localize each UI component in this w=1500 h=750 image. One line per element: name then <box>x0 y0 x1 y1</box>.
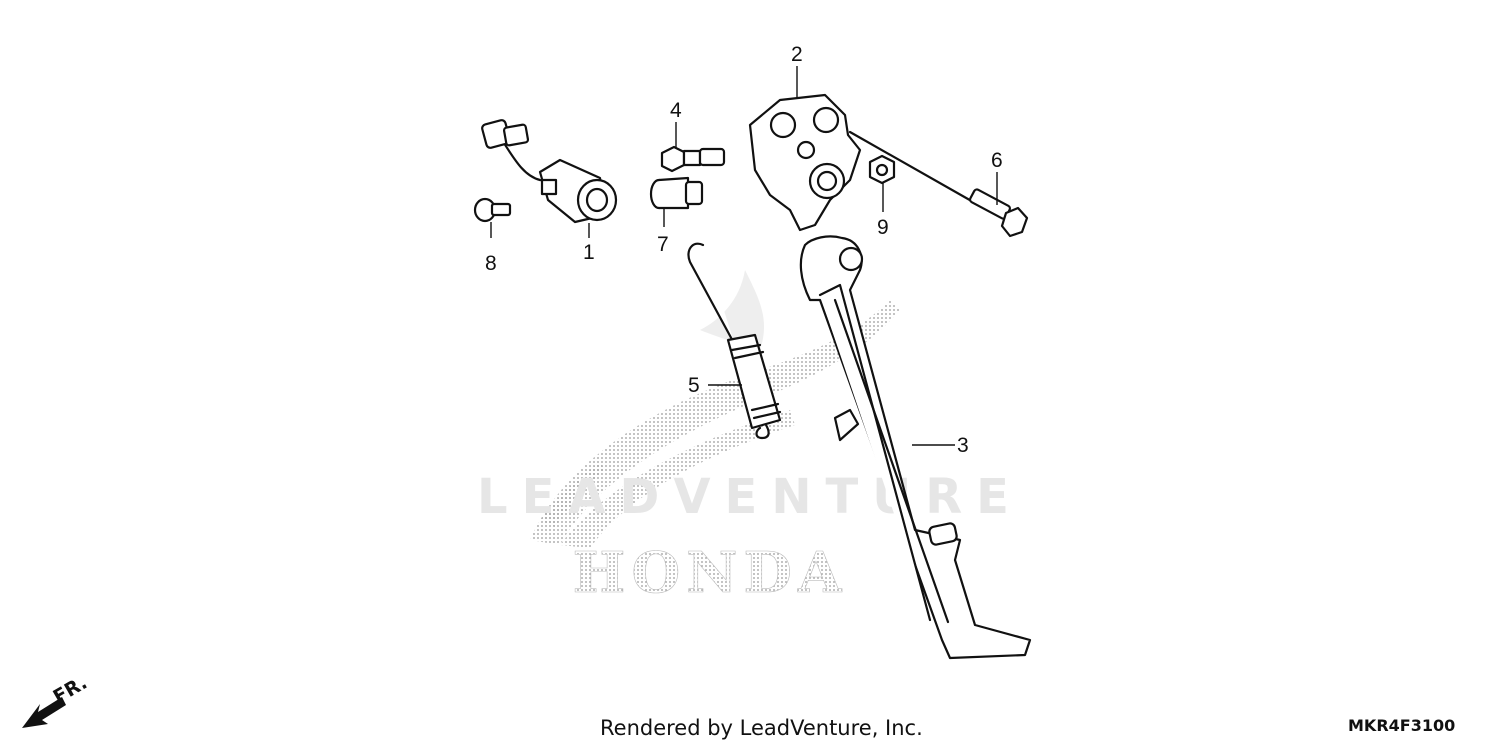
part-8-bolt <box>473 197 512 223</box>
callout-7: 7 <box>657 233 669 256</box>
callout-1: 1 <box>583 241 595 264</box>
part-1-side-stand-switch <box>481 119 618 224</box>
callout-6: 6 <box>991 149 1003 172</box>
part-4-pivot-bolt <box>660 145 726 173</box>
callout-8: 8 <box>485 252 497 275</box>
callout-3: 3 <box>957 434 969 457</box>
watermark-text: LEADVENTURE <box>477 469 1023 525</box>
honda-brand-text: HONDA <box>573 540 848 606</box>
diagram-code: MKR4F3100 <box>1348 716 1456 735</box>
callout-5: 5 <box>688 374 700 397</box>
honda-wing-watermark <box>530 270 900 548</box>
part-9-nut <box>868 154 896 185</box>
front-direction-arrow-icon: FR. <box>22 672 91 728</box>
part-2-side-stand-bracket <box>748 93 862 232</box>
part-7-collar <box>649 176 704 210</box>
part-5-spring <box>687 242 782 440</box>
credit-text: Rendered by LeadVenture, Inc. <box>600 716 923 740</box>
part-6-bolt <box>848 130 1029 238</box>
callout-4: 4 <box>670 99 682 122</box>
callout-2: 2 <box>791 43 803 66</box>
callout-9: 9 <box>877 216 889 239</box>
part-3-side-stand <box>799 235 1032 660</box>
